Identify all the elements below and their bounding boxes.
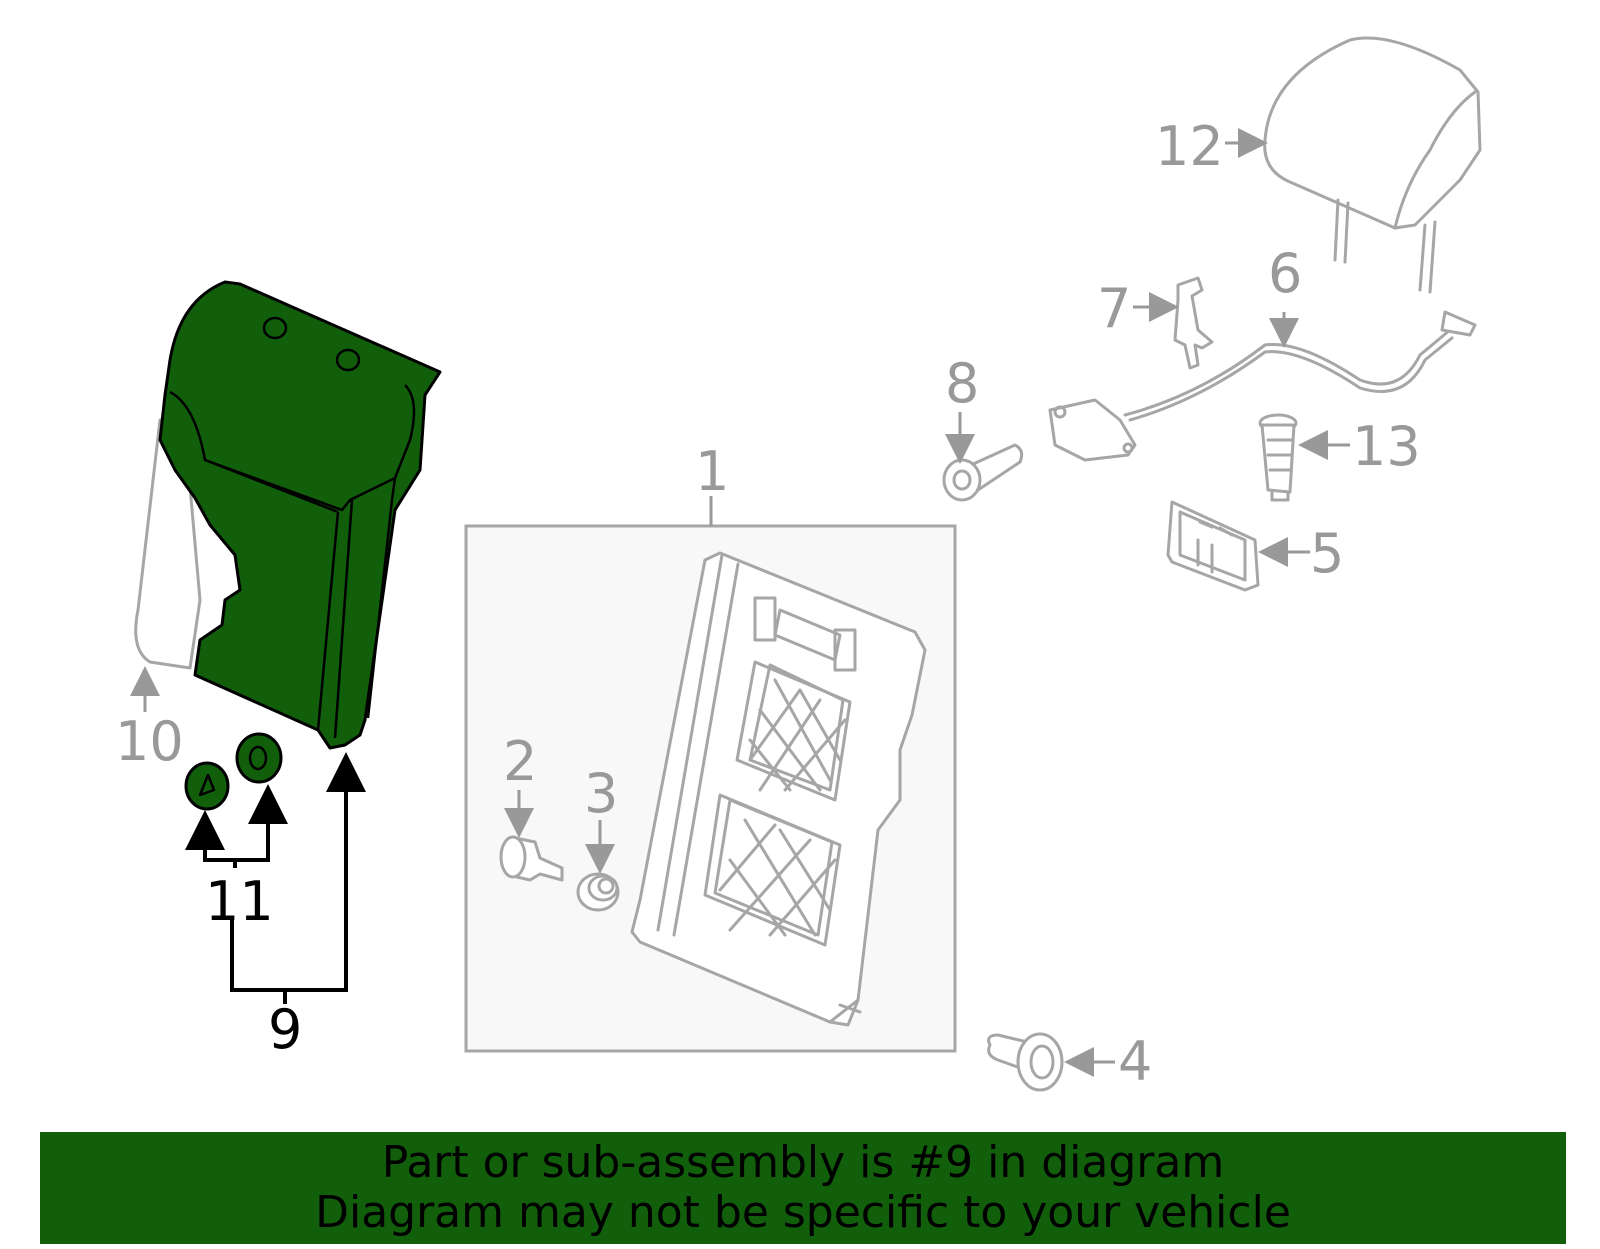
leader-lines — [130, 128, 1350, 1077]
part-13-guide[interactable] — [1258, 413, 1298, 502]
callout-3: 3 — [584, 762, 618, 825]
part-5-latch-cover[interactable] — [1166, 500, 1260, 592]
callout-7: 7 — [1097, 277, 1131, 340]
part-4-pin[interactable] — [987, 1032, 1064, 1092]
part-12-headrest[interactable] — [1263, 36, 1482, 294]
part-8-bolt[interactable] — [942, 443, 1024, 502]
banner-line-1: Part or sub-assembly is #9 in diagram — [381, 1137, 1225, 1188]
callout-13: 13 — [1352, 415, 1421, 478]
banner-line-2: Diagram may not be specific to your vehi… — [315, 1187, 1291, 1238]
info-banner: Part or sub-assembly is #9 in diagram Di… — [40, 1132, 1566, 1244]
callout-1: 1 — [695, 440, 729, 503]
part-9-rear-panel[interactable] — [158, 280, 442, 750]
parts-diagram: 1 2 3 4 5 6 7 8 9 10 11 12 13 — [115, 36, 1482, 1093]
callout-6: 6 — [1268, 242, 1302, 305]
part-10-seat-back — [134, 418, 202, 670]
callout-4: 4 — [1118, 1030, 1152, 1093]
part-3-nut[interactable] — [576, 872, 620, 912]
callout-12: 12 — [1155, 115, 1224, 178]
callout-9: 9 — [268, 998, 302, 1061]
part-1-seat-frame[interactable] — [630, 551, 927, 1027]
callout-10: 10 — [115, 710, 184, 773]
part-11-clip[interactable] — [184, 732, 283, 811]
callout-11: 11 — [205, 870, 274, 933]
part-7-bracket[interactable] — [1173, 276, 1214, 370]
callout-8: 8 — [945, 352, 979, 415]
callout-2: 2 — [503, 730, 537, 793]
part-2-bolt[interactable] — [499, 835, 564, 882]
callout-5: 5 — [1310, 522, 1344, 585]
part-6-cable[interactable] — [1048, 310, 1477, 462]
